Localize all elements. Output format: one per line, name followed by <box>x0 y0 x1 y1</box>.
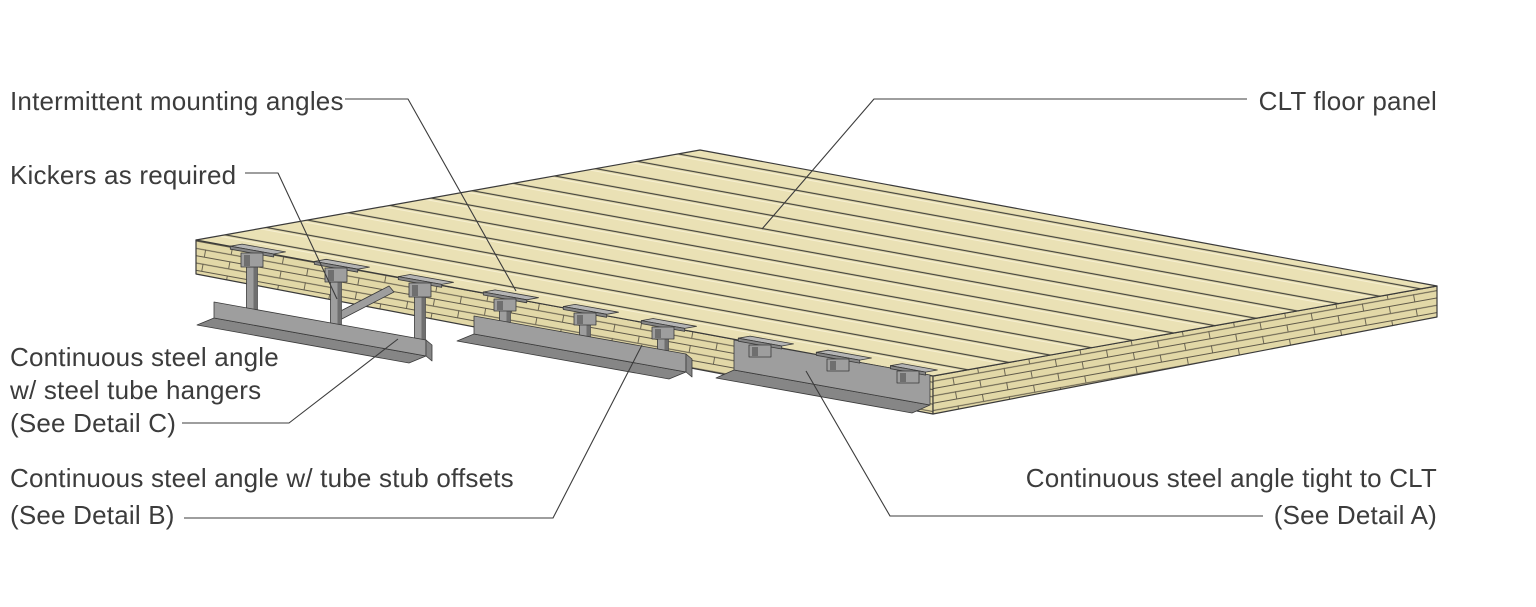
leader-clt-panel <box>761 98 1247 230</box>
mounting-angle <box>562 303 619 326</box>
steel-angle-a-face <box>733 339 931 406</box>
assembly-detail-b <box>456 289 697 380</box>
mounting-angle <box>229 243 286 268</box>
mounting-angle <box>815 349 872 372</box>
label-detail-a-line2: (See Detail A) <box>1274 500 1437 530</box>
mounting-angle <box>482 289 539 312</box>
tube-stub-shade <box>586 323 591 337</box>
mounting-angle <box>640 318 697 340</box>
leader-detail-c <box>182 338 399 424</box>
label-detail-c-line1: Continuous steel angle <box>10 342 279 372</box>
tube-hanger-shade <box>253 267 258 310</box>
clt-top-face <box>195 149 1438 377</box>
label-clt-panel: CLT floor panel <box>1259 86 1437 116</box>
mounting-angle <box>890 363 938 384</box>
mounting-angle <box>397 274 454 298</box>
label-detail-b-line1: Continuous steel angle w/ tube stub offs… <box>10 463 514 493</box>
tube-hanger-shade <box>337 282 342 325</box>
tube-hanger-shade <box>421 297 426 340</box>
leader-detail-a <box>805 370 1263 517</box>
mounting-angle <box>313 258 370 283</box>
leader-kickers <box>245 172 338 300</box>
label-intermittent-angles: Intermittent mounting angles <box>10 86 344 116</box>
label-detail-c-line3: (See Detail C) <box>10 408 176 438</box>
label-detail-c-line2: w/ steel tube hangers <box>9 375 261 405</box>
leader-intermittent-angles <box>345 98 517 292</box>
tube-stub-shade <box>506 309 511 322</box>
label-detail-a-line1: Continuous steel angle tight to CLT <box>1026 463 1437 493</box>
assembly-detail-a <box>715 335 938 414</box>
leader-detail-b <box>184 344 643 519</box>
steel-angle-c-end <box>425 339 433 362</box>
steel-angle-b-end <box>685 353 693 378</box>
label-kickers: Kickers as required <box>10 160 236 190</box>
label-detail-b-line2: (See Detail B) <box>10 500 175 530</box>
mounting-angle <box>737 335 794 358</box>
tube-stub-shade <box>664 337 669 351</box>
assembly-detail-c <box>196 243 454 364</box>
